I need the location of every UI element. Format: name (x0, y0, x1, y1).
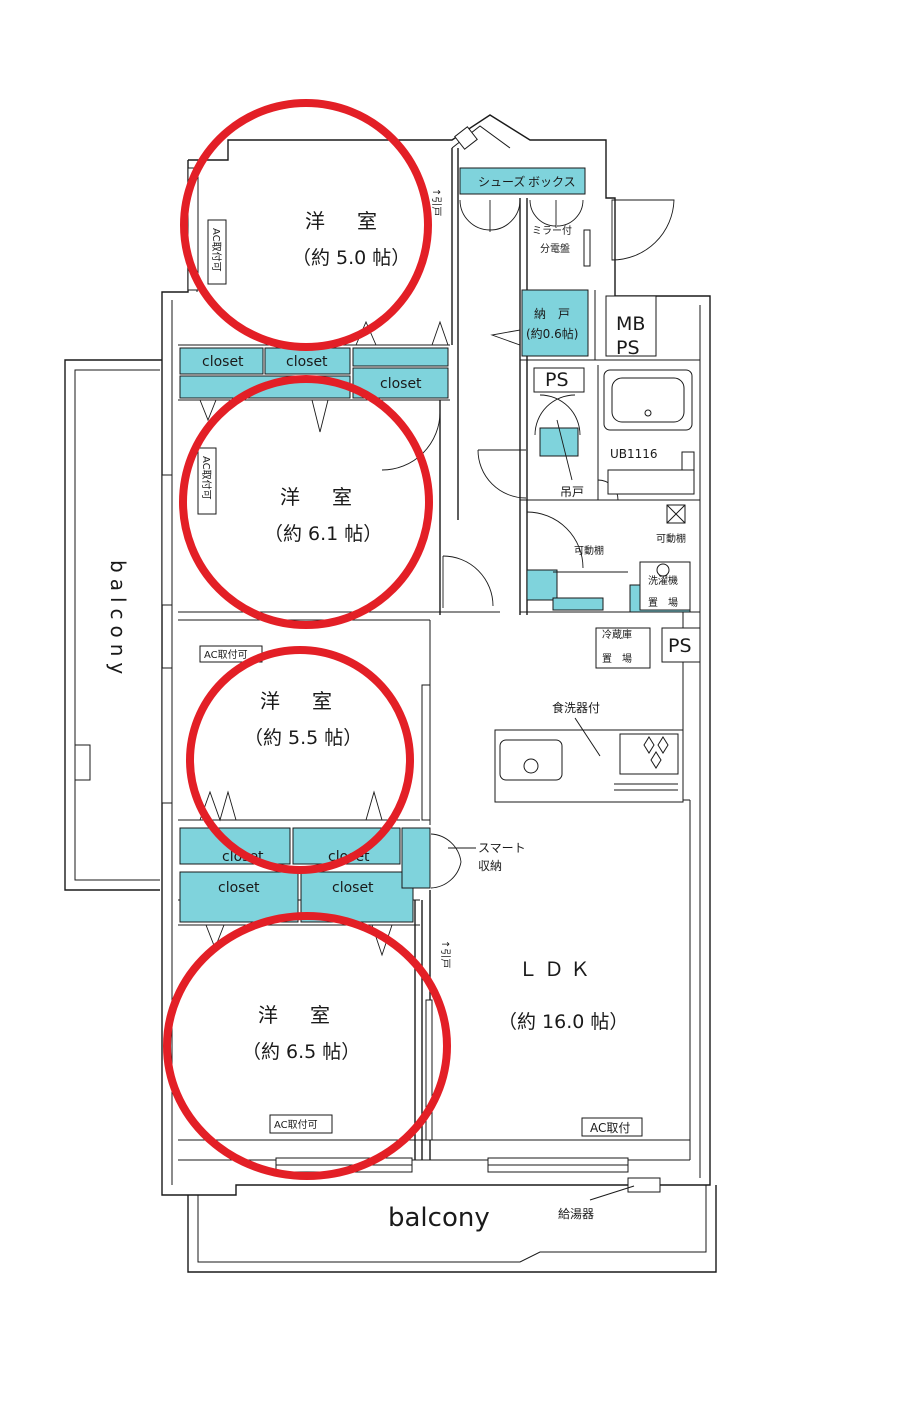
highlight-circles (163, 99, 451, 1180)
washer-label: 置 場 (648, 596, 678, 609)
smart-storage-label: 収納 (478, 859, 502, 873)
balcony-side-label: balcony (106, 560, 130, 680)
fixtures (448, 229, 701, 1201)
ps-label: PS (668, 635, 692, 657)
side-balcony (64, 359, 162, 891)
bottom-balcony (187, 1185, 717, 1273)
fridge-label: 冷蔵庫 (602, 628, 632, 641)
balcony-bottom-label: balcony (388, 1203, 490, 1233)
hanging-door-label: 吊戸 (560, 485, 584, 499)
storage-area-label: (約0.6帖) (526, 326, 578, 341)
storage-label: 納 戸 (534, 307, 570, 321)
room2-area: （約 6.1 帖） (264, 523, 382, 545)
highlight-circle (179, 375, 433, 629)
room3-area: （約 5.5 帖） (244, 727, 362, 749)
washer-label: 洗濯機 (648, 574, 678, 587)
sliding-door-label: ↑引戸 (439, 940, 451, 968)
dishwasher-label: 食洗器付 (552, 700, 600, 715)
smart-storage-label: スマート (478, 841, 526, 855)
ac-labels: AC取付可 AC取付可 AC取付可 AC取付可 AC取付 ↑引戸 ↑引戸 (197, 188, 643, 1137)
room3-name: 洋 室 (260, 689, 338, 713)
highlight-circle (163, 912, 451, 1180)
closet-label: closet (286, 354, 328, 370)
ldk-name: ＬＤＫ (518, 957, 596, 981)
room4-area: （約 6.5 帖） (242, 1041, 360, 1063)
shelf-label: 可動棚 (574, 544, 604, 557)
shoes-box-label: シューズ (478, 174, 525, 189)
ps-label: PS (545, 369, 569, 391)
ac-mount-label: AC取付可 (204, 648, 248, 661)
outer-walls (161, 114, 711, 1196)
storage-blocks (179, 167, 691, 923)
room4-name: 洋 室 (258, 1003, 336, 1027)
closet-label: closet (218, 880, 260, 896)
ac-mount-label: AC取付可 (210, 228, 223, 272)
closet-label: closet (332, 880, 374, 896)
ac-mount-label: AC取付 (590, 1121, 630, 1135)
water-heater-label: 給湯器 (558, 1207, 594, 1221)
ps-label: PS (616, 337, 640, 359)
shoes-box-label: ボックス (528, 175, 576, 189)
shelf-label: 可動棚 (656, 532, 686, 545)
room1-area: （約 5.0 帖） (292, 247, 410, 269)
room2-name: 洋 室 (280, 485, 358, 509)
room-labels: 洋 室 （約 5.0 帖） 洋 室 （約 6.1 帖） 洋 室 （約 5.5 帖… (242, 209, 628, 1063)
mb-label: MB (616, 313, 645, 335)
balcony-labels: balcony balcony (106, 560, 490, 1233)
ac-mount-label: AC取付可 (200, 456, 213, 500)
fridge-label: 置 場 (602, 652, 632, 665)
mirror-label: ミラー付 (532, 224, 572, 237)
sliding-door-label: ↑引戸 (430, 188, 442, 216)
closet-label: closet (380, 376, 422, 392)
highlight-circle (186, 646, 414, 874)
utility-labels: シューズ ボックス ミラー付 分電盤 納 戸 (約0.6帖) MB PS PS … (478, 174, 692, 1221)
closet-label: closet (202, 354, 244, 370)
ldk-area: （約 16.0 帖） (498, 1011, 628, 1033)
ac-mount-label: AC取付可 (274, 1118, 318, 1131)
highlight-circle (180, 99, 432, 351)
ub-label: UB1116 (610, 447, 658, 461)
room1-name: 洋 室 (305, 209, 383, 233)
distribution-board-label: 分電盤 (540, 242, 570, 255)
